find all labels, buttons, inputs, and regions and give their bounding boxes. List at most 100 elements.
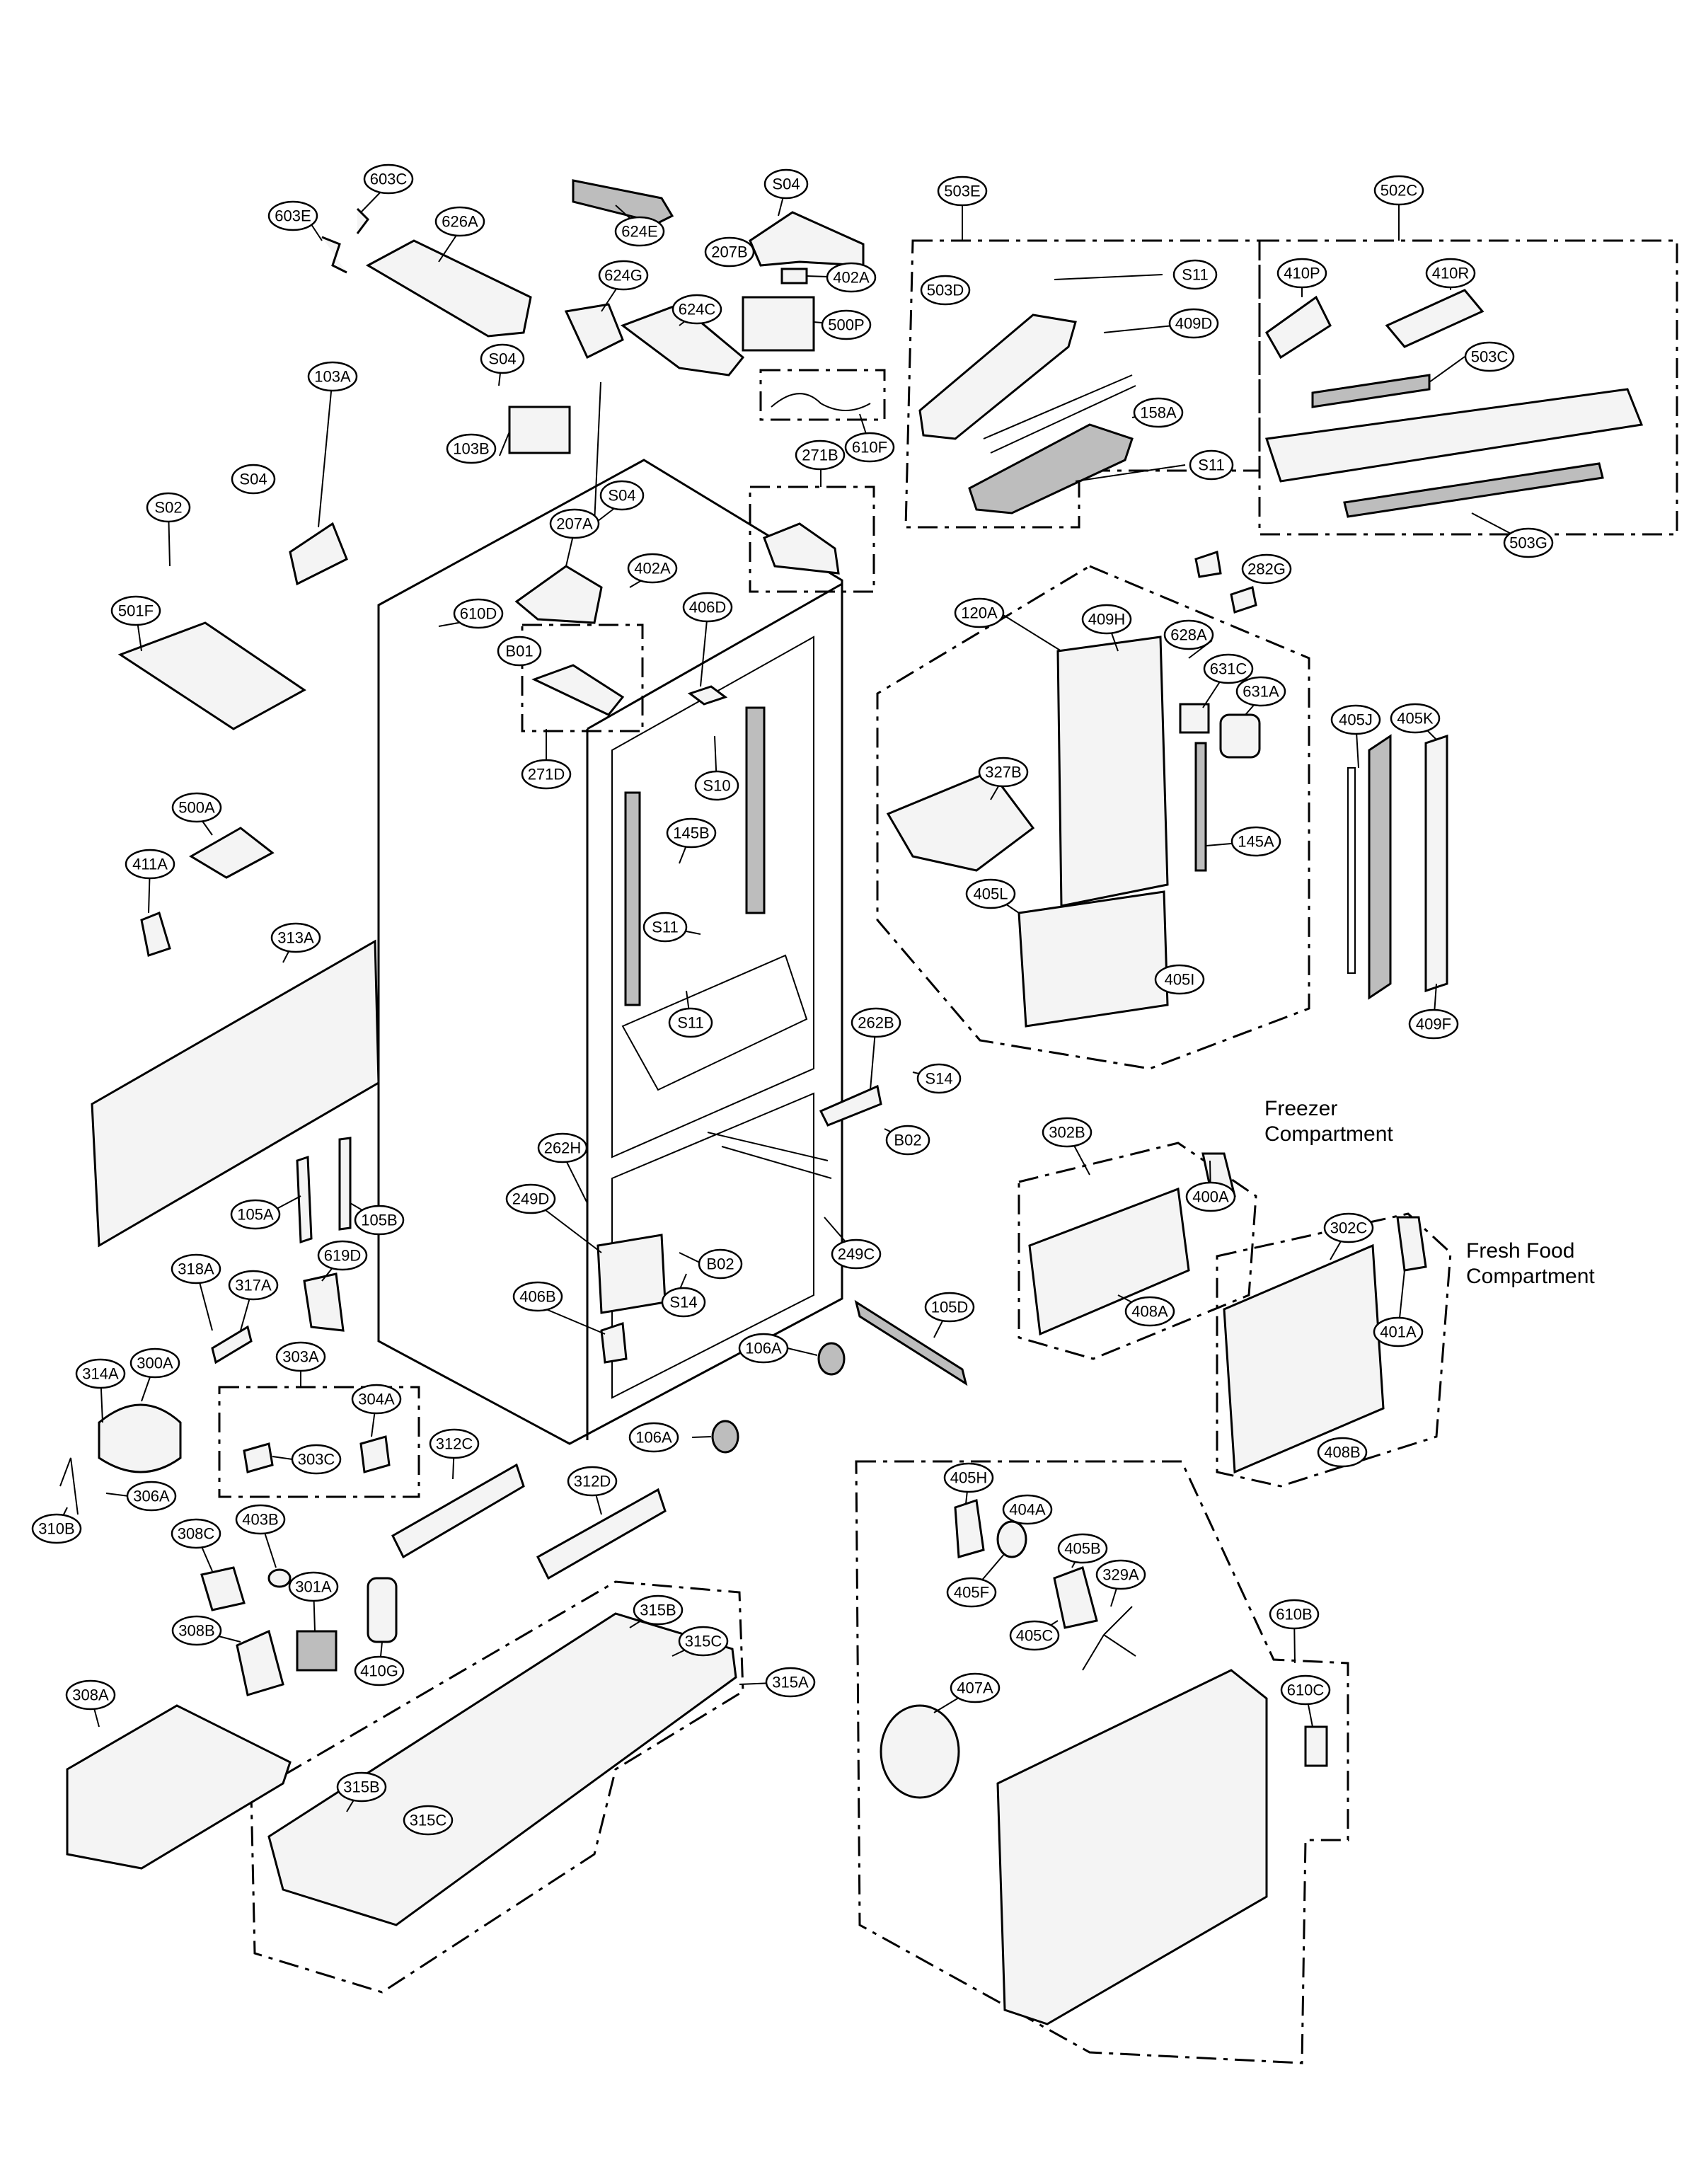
part-317A (211, 1325, 253, 1364)
callout-S14-right: S14 (916, 1063, 962, 1094)
callout-158A-label: 158A (1140, 404, 1177, 422)
part-405J-strip (1347, 767, 1356, 974)
callout-315C-upper: 315C (678, 1626, 729, 1657)
callout-302B: 302B (1042, 1117, 1093, 1148)
callout-314A-label: 314A (82, 1365, 119, 1383)
part-408A-evaporator (1028, 1187, 1190, 1336)
callout-106A-upper-label: 106A (745, 1340, 782, 1357)
callout-105D: 105D (924, 1292, 975, 1323)
callout-501F-label: 501F (118, 602, 154, 620)
part-405H (954, 1499, 985, 1558)
callout-B01: B01 (497, 636, 542, 667)
callout-S11-d: S11 (668, 1007, 713, 1038)
part-626A (365, 239, 532, 338)
callout-105A-label: 105A (237, 1206, 274, 1224)
callout-120A-label: 120A (961, 604, 998, 622)
part-503D (918, 314, 1077, 440)
callout-302C: 302C (1323, 1212, 1374, 1243)
freezer-caption-line2: Compartment (1264, 1122, 1393, 1146)
callout-624E-label: 624E (621, 223, 657, 241)
callout-503G: 503G (1503, 527, 1554, 558)
callout-403B: 403B (235, 1504, 286, 1535)
callout-318A: 318A (171, 1253, 221, 1284)
callout-145B: 145B (666, 817, 717, 849)
part-105D (854, 1299, 968, 1386)
callout-105D-label: 105D (931, 1299, 969, 1316)
callout-282G-label: 282G (1247, 561, 1286, 578)
callout-103A-label: 103A (314, 368, 351, 386)
callout-409H-label: 409H (1088, 611, 1126, 628)
callout-145A-label: 145A (1238, 833, 1274, 851)
callout-300A-label: 300A (137, 1355, 173, 1372)
callout-406B: 406B (512, 1281, 563, 1312)
callout-400A: 400A (1185, 1181, 1236, 1212)
part-405-panel (996, 1669, 1268, 2025)
callout-315A-label: 315A (772, 1674, 809, 1691)
part-500A (189, 827, 275, 879)
callout-406D: 406D (682, 592, 733, 623)
callout-624E: 624E (614, 216, 665, 247)
callout-B01-label: B01 (505, 643, 533, 660)
callout-500A-label: 500A (178, 799, 215, 817)
callout-145B-label: 145B (673, 824, 709, 842)
part-313A (91, 939, 380, 1248)
callout-327B: 327B (978, 757, 1029, 788)
callout-249D: 249D (505, 1183, 556, 1214)
callout-408B-label: 408B (1324, 1444, 1360, 1461)
part-610F (771, 393, 871, 411)
part-405K (1424, 734, 1448, 993)
part-262B (819, 1084, 882, 1127)
callout-S04-mid: S04 (480, 343, 525, 374)
part-402A-top (780, 268, 808, 285)
callout-405K: 405K (1390, 703, 1441, 734)
part-308B (236, 1629, 284, 1696)
part-603E (321, 236, 347, 274)
callout-405B: 405B (1057, 1533, 1108, 1564)
callout-308B-label: 308B (178, 1622, 214, 1640)
callout-308A-label: 308A (72, 1686, 109, 1704)
callout-626A: 626A (434, 206, 485, 237)
fresh-food-caption-line2: Compartment (1466, 1265, 1595, 1288)
callout-318A-label: 318A (178, 1260, 214, 1278)
callout-B02-inner: B02 (698, 1248, 743, 1280)
callout-315B-upper: 315B (633, 1594, 684, 1626)
callout-610D-label: 610D (460, 605, 497, 623)
callout-262B: 262B (851, 1007, 901, 1038)
callout-S11-a: S11 (1172, 259, 1218, 290)
callout-B02-right: B02 (885, 1125, 930, 1156)
part-B01 (531, 664, 625, 716)
callout-628A-label: 628A (1170, 626, 1207, 644)
part-503G (1343, 462, 1604, 518)
part-158A (968, 423, 1134, 515)
part-106A-upper (817, 1342, 846, 1376)
callout-308C-label: 308C (178, 1525, 215, 1543)
callout-405H: 405H (943, 1462, 994, 1493)
callout-631A: 631A (1235, 676, 1286, 707)
callout-610B-label: 610B (1276, 1606, 1312, 1623)
callouts: 603E 603C 626A 624E 624G 624C S04 207B 4… (31, 163, 1554, 1836)
callout-624G-label: 624G (604, 267, 642, 285)
part-103A (289, 522, 348, 586)
callout-626A-label: 626A (442, 213, 478, 231)
callout-408B: 408B (1317, 1437, 1368, 1468)
callout-S11-c: S11 (642, 912, 688, 943)
part-207B (749, 211, 865, 267)
callout-603E-label: 603E (275, 207, 311, 225)
callout-503D-label: 503D (927, 282, 964, 299)
callout-306A: 306A (126, 1481, 177, 1512)
callout-S04-mid-label: S04 (488, 350, 516, 368)
part-300A-compressor (98, 1403, 182, 1473)
callout-207B-label: 207B (711, 243, 747, 261)
compartment-captions: Freezer Compartment Fresh Food Compartme… (1264, 1097, 1595, 1288)
part-407A (880, 1704, 960, 1799)
callout-271B: 271B (795, 439, 846, 471)
callout-S10: S10 (694, 770, 739, 801)
callout-402A-top: 402A (826, 262, 877, 293)
part-410G-capacitor (367, 1577, 398, 1643)
parts (59, 179, 1644, 2025)
part-409D (983, 374, 1136, 454)
part-405J (1368, 734, 1392, 1000)
callout-405I-label: 405I (1165, 971, 1195, 989)
part-308A (66, 1704, 292, 1870)
callout-603E: 603E (267, 200, 318, 231)
